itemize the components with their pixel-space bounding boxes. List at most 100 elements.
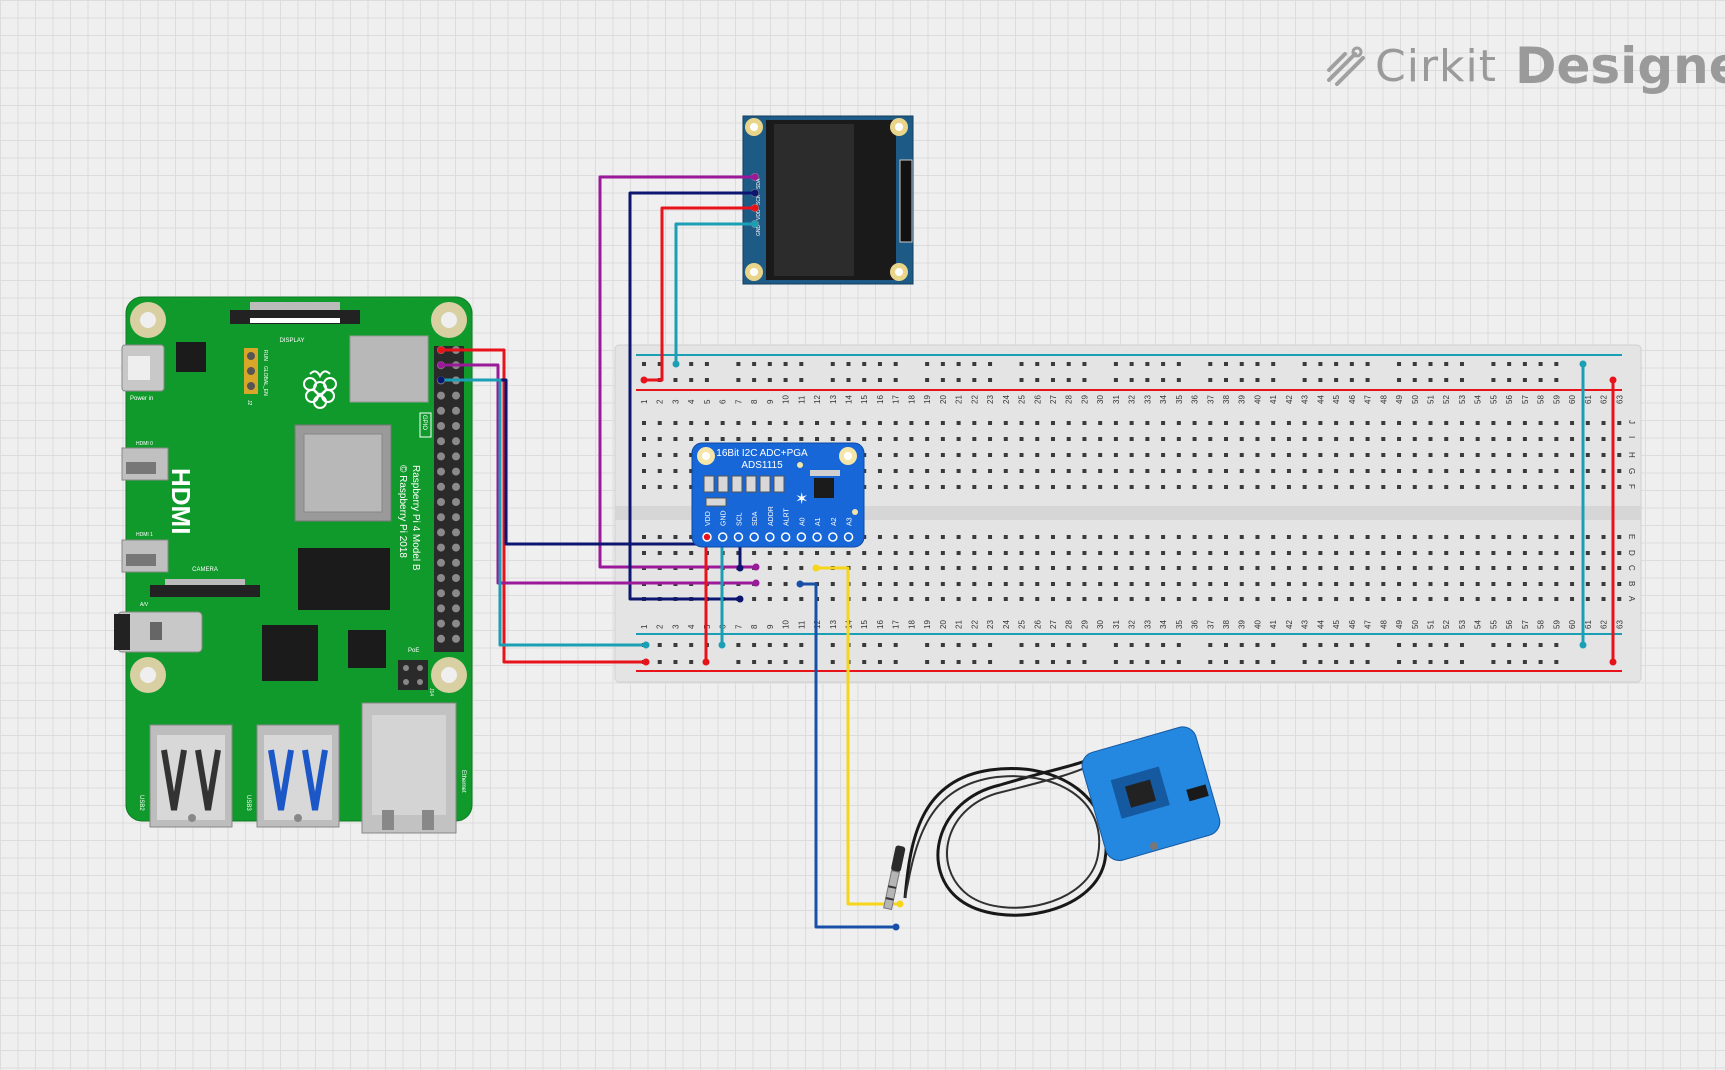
wire-endpoint[interactable] <box>1579 641 1587 649</box>
ethernet-port[interactable] <box>361 702 457 834</box>
gpio-pin[interactable] <box>437 528 445 537</box>
gpio-pin[interactable] <box>437 574 445 582</box>
wire-endpoint[interactable] <box>812 564 820 572</box>
wire-endpoint[interactable] <box>642 658 650 666</box>
wire-endpoint[interactable] <box>736 595 744 603</box>
gpio-pin[interactable] <box>437 482 445 491</box>
adc-pin[interactable] <box>733 532 744 542</box>
gpio-pin[interactable] <box>452 589 460 598</box>
gpio-pin[interactable] <box>437 437 445 446</box>
gpio-pin[interactable] <box>452 528 460 537</box>
adc-pin[interactable] <box>702 532 712 542</box>
gpio-pin[interactable] <box>452 437 460 446</box>
wire-endpoint[interactable] <box>1579 360 1587 368</box>
gpio-pin[interactable] <box>437 422 445 430</box>
gpio-pin[interactable] <box>437 558 445 567</box>
adc-pin[interactable] <box>765 532 775 542</box>
wire-endpoint[interactable] <box>736 564 744 572</box>
audio-jack-plug <box>883 845 906 911</box>
gpio-pin[interactable] <box>452 482 460 491</box>
wire-endpoint[interactable] <box>752 579 760 587</box>
gpio-pin[interactable] <box>437 391 445 400</box>
column-label: 15 <box>860 395 869 404</box>
gpio-pin[interactable] <box>452 634 460 643</box>
gpio-pin[interactable] <box>452 452 460 461</box>
breadboard-center-channel <box>615 506 1641 520</box>
column-label: 51 <box>1427 620 1436 629</box>
wire-endpoint[interactable] <box>437 361 445 369</box>
gpio-pin[interactable] <box>437 406 445 415</box>
column-label: 38 <box>1222 620 1231 629</box>
adafruit-star-icon: ✶ <box>795 491 808 508</box>
gpio-pin[interactable] <box>437 467 445 476</box>
wire-endpoint[interactable] <box>751 204 759 212</box>
wire-endpoint[interactable] <box>702 658 710 666</box>
oled-pin-label: SCK <box>756 194 762 205</box>
adc-pin[interactable] <box>843 532 854 542</box>
gpio-pin[interactable] <box>437 634 445 643</box>
adc-pin[interactable] <box>812 532 822 542</box>
gpio-pin[interactable] <box>437 604 445 613</box>
usb3-label: USB3 <box>245 795 251 811</box>
adc-pin-label: SCL <box>736 512 743 526</box>
gpio-pin[interactable] <box>437 513 445 522</box>
wire-endpoint[interactable] <box>892 923 900 931</box>
wire-endpoint[interactable] <box>642 641 650 649</box>
usb2-port[interactable] <box>149 724 233 828</box>
column-label: 63 <box>1615 620 1624 629</box>
gpio-pin[interactable] <box>437 543 445 552</box>
gpio-pin[interactable] <box>452 558 460 567</box>
gpio-pin[interactable] <box>437 498 445 506</box>
gpio-pin[interactable] <box>437 619 445 628</box>
wire-endpoint[interactable] <box>796 580 804 588</box>
column-label: 26 <box>1033 620 1042 629</box>
adc-pin[interactable] <box>749 532 759 542</box>
gpio-pin[interactable] <box>452 467 460 476</box>
column-label: 62 <box>1600 620 1609 629</box>
wire-endpoint[interactable] <box>672 360 680 368</box>
wire-endpoint[interactable] <box>751 220 759 228</box>
wire-endpoint[interactable] <box>1609 376 1617 384</box>
column-label: 12 <box>813 620 822 629</box>
adc-components <box>703 462 858 515</box>
gpio-pin[interactable] <box>452 498 460 506</box>
wire-endpoint[interactable] <box>718 641 726 649</box>
gpio-pin[interactable] <box>452 543 460 552</box>
gpio-pin[interactable] <box>437 589 445 598</box>
adc-pin[interactable] <box>796 532 807 542</box>
gpio-pin[interactable] <box>437 452 445 461</box>
adc-pin-label: SDA <box>752 511 759 526</box>
wire-endpoint[interactable] <box>751 189 759 197</box>
gpio-pin[interactable] <box>452 574 460 582</box>
wire-endpoints <box>437 173 1617 931</box>
wire-endpoint[interactable] <box>640 376 648 384</box>
gpio-pin[interactable] <box>452 619 460 628</box>
current-sensor-sct013[interactable] <box>883 724 1223 917</box>
wire-endpoint[interactable] <box>751 173 759 181</box>
usb3-port[interactable] <box>256 724 340 828</box>
adc-pin[interactable] <box>828 532 838 542</box>
wire-endpoint[interactable] <box>1609 658 1617 666</box>
wire-endpoint[interactable] <box>437 376 445 384</box>
gpio-pin[interactable] <box>452 391 460 400</box>
hdmi1-label: HDMI 1 <box>136 532 153 538</box>
gpio-pin[interactable] <box>452 422 460 430</box>
wire-endpoint[interactable] <box>437 346 445 354</box>
wire-endpoint[interactable] <box>896 900 904 908</box>
adc-pin[interactable] <box>780 532 791 542</box>
gpio-pin[interactable] <box>452 604 460 613</box>
column-label: 18 <box>907 620 916 629</box>
column-label: 53 <box>1458 620 1467 629</box>
gpio-pin[interactable] <box>452 406 460 415</box>
gpio-pin[interactable] <box>452 513 460 522</box>
raspberry-pi-4[interactable]: DISPLAY Power in RUN GLOBAL_EN J2 <box>114 296 473 834</box>
adc-pin[interactable] <box>717 532 728 542</box>
column-label: 3 <box>671 624 680 629</box>
column-label: 48 <box>1379 395 1388 404</box>
wire-endpoint[interactable] <box>752 563 760 571</box>
